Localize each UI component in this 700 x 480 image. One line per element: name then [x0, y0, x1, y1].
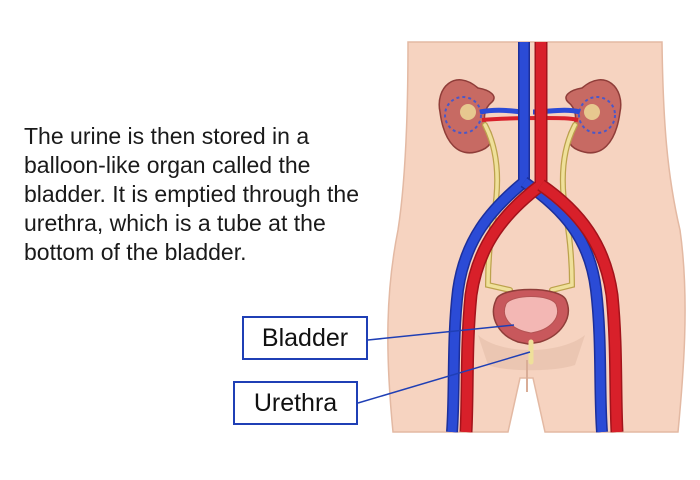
- right-iliac-artery-fill: [538, 180, 622, 433]
- right-kidney: [565, 79, 622, 154]
- description-text: The urine is then stored in a balloon-li…: [24, 123, 359, 265]
- aorta-fill: [461, 42, 546, 433]
- urethra-label: Urethra: [233, 381, 358, 425]
- bladder-organ: [492, 288, 569, 345]
- right-iliac-vein-fill: [521, 178, 607, 433]
- urethra-leader-line: [357, 351, 531, 404]
- bladder-label: Bladder: [242, 316, 368, 360]
- left-kidney: [438, 79, 495, 154]
- bladder-leader-line: [367, 324, 515, 341]
- vena-cava-fill: [447, 42, 529, 433]
